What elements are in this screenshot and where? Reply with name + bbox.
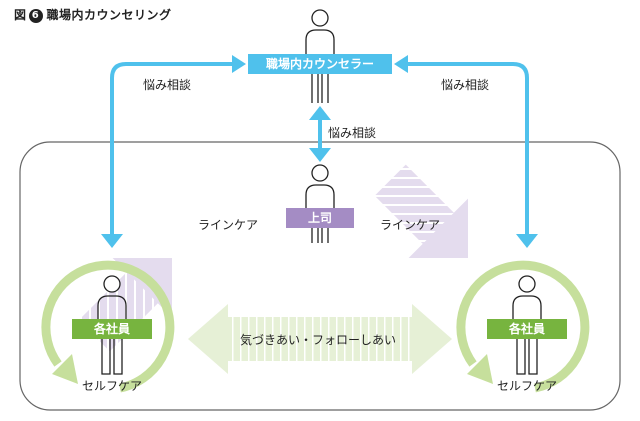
self-care-cycle-right — [456, 260, 590, 393]
supervisor-badge: 上司 — [286, 208, 354, 228]
consult-arrow-right — [403, 62, 529, 238]
consult-arrowhead-right-left — [394, 55, 408, 73]
consult-arrowhead-center-up — [309, 106, 331, 120]
person-icon-employee-left — [97, 275, 127, 375]
consult-label-center: 悩み相談 — [328, 126, 377, 140]
figure-prefix: 図 — [14, 8, 27, 22]
person-icon-counselor — [305, 9, 335, 103]
employee-badge-left: 各社員 — [72, 319, 152, 339]
consult-arrowhead-right-down — [516, 234, 538, 248]
line-care-arrow-left — [78, 258, 172, 352]
line-care-label-left: ラインケア — [198, 218, 259, 232]
mutual-arrow — [188, 304, 452, 374]
counselor-badge: 職場内カウンセラー — [248, 54, 392, 74]
consult-arrow-left — [110, 62, 236, 238]
line-care-label-right: ラインケア — [380, 218, 441, 232]
self-care-label-right: セルフケア — [497, 379, 558, 393]
figure-title-text: 職場内カウンセリング — [46, 8, 172, 22]
consult-arrowhead-left-down — [101, 234, 123, 248]
mutual-label: 気づきあい・フォローしあい — [240, 333, 397, 347]
consult-arrowhead-center-down — [309, 148, 331, 162]
consult-arrowhead-left-right — [232, 55, 246, 73]
person-icon-employee-right — [512, 275, 542, 375]
self-care-label-left: セルフケア — [82, 379, 143, 393]
person-icon-supervisor — [305, 164, 335, 243]
employee-badge-right: 各社員 — [487, 319, 567, 339]
figure-number: 6 — [28, 9, 43, 23]
self-care-cycle-left — [41, 260, 175, 393]
line-care-arrow-right — [374, 164, 468, 258]
consult-label-right: 悩み相談 — [441, 78, 490, 92]
consult-label-left: 悩み相談 — [143, 78, 192, 92]
